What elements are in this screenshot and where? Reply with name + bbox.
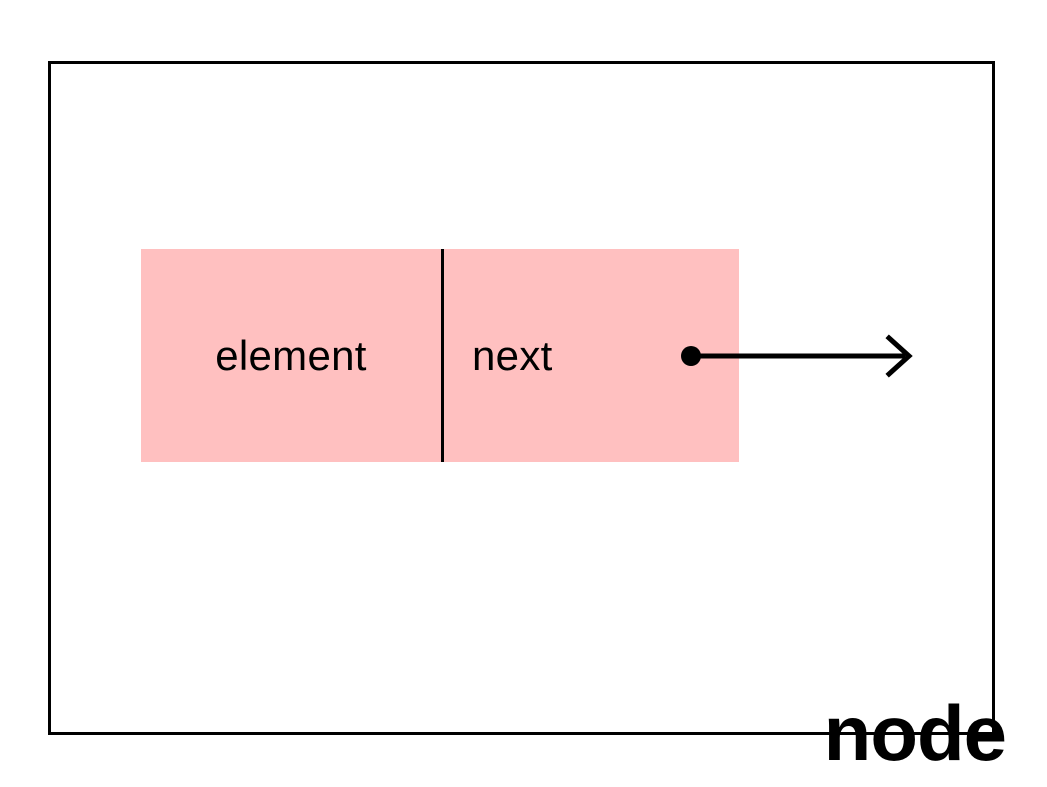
next-field: next [444, 249, 739, 462]
node-struct-box: element next [141, 249, 739, 462]
pointer-arrowhead-icon [885, 334, 913, 378]
element-field: element [141, 249, 441, 462]
diagram-frame: element next node [48, 61, 1007, 772]
next-field-label: next [472, 331, 553, 379]
element-field-label: element [215, 331, 367, 379]
next-pointer-arrow [681, 334, 913, 378]
field-divider-line [441, 249, 444, 462]
node-caption-label: node [823, 689, 1007, 777]
